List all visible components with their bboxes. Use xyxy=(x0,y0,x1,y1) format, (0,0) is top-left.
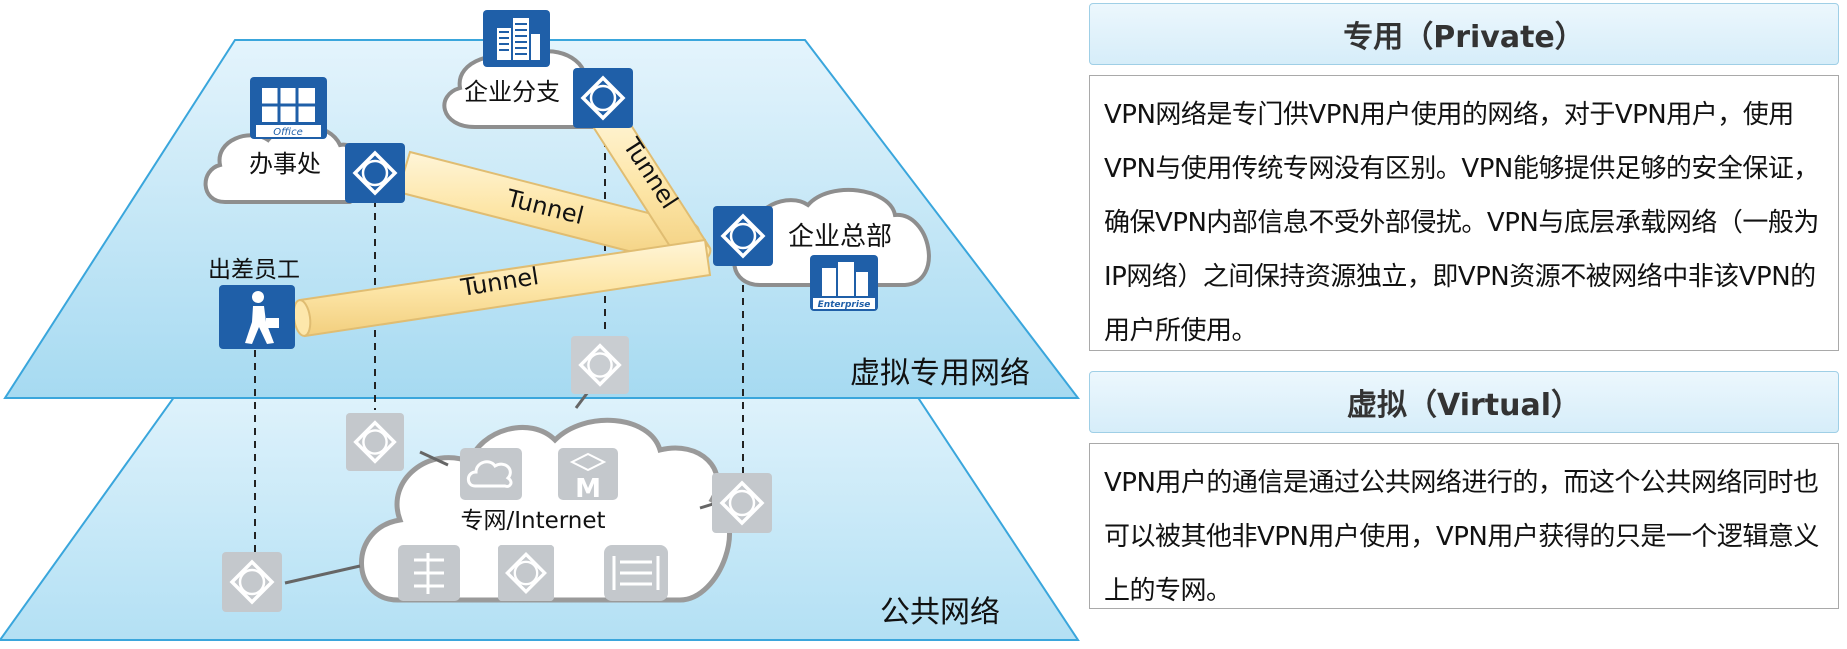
router-icon xyxy=(712,473,772,533)
enterprise-building-icon: Enterprise xyxy=(810,255,878,311)
vpn-layer-label: 虚拟专用网络 xyxy=(850,356,1030,391)
virtual-panel-body: VPN用户的通信是通过公共网络进行的，而这个公共网络同时也可以被其他非VPN用户… xyxy=(1089,443,1839,609)
virtual-panel: 虚拟（Virtual） VPN用户的通信是通过公共网络进行的，而这个公共网络同时… xyxy=(1089,371,1839,609)
private-panel-body: VPN网络是专门供VPN用户使用的网络，对于VPN用户，使用VPN与使用传统专网… xyxy=(1089,75,1839,351)
cloud-label: 专网/Internet xyxy=(460,508,605,534)
vpn-diagram: M 专网/Internet 企业分支 Office 办事处 企业总部 xyxy=(0,10,1080,641)
router-icon xyxy=(497,545,555,601)
private-panel: 专用（Private） VPN网络是专门供VPN用户使用的网络，对于VPN用户，… xyxy=(1089,3,1839,351)
virtual-panel-title: 虚拟（Virtual） xyxy=(1089,371,1839,433)
mpls-glyph: M xyxy=(575,474,601,504)
link-line xyxy=(284,564,361,585)
router-icon xyxy=(346,413,404,471)
building-icon xyxy=(483,10,550,67)
traveler-label: 出差员工 xyxy=(208,257,300,283)
router-icon xyxy=(571,336,629,394)
firewall-icon xyxy=(398,545,460,601)
enterprise-sign-caption: Enterprise xyxy=(818,300,871,310)
traveler-icon xyxy=(219,285,295,349)
office-label: 办事处 xyxy=(249,150,321,178)
office-sign-caption: Office xyxy=(273,127,303,138)
private-panel-title: 专用（Private） xyxy=(1089,3,1839,65)
office-building-icon: Office xyxy=(250,77,327,139)
public-layer-label: 公共网络 xyxy=(880,595,1000,630)
branch-label: 企业分支 xyxy=(464,78,560,106)
router-icon xyxy=(713,206,773,266)
router-icon xyxy=(345,143,405,203)
link-line xyxy=(419,450,449,467)
cloud-icon xyxy=(460,448,522,500)
router-icon xyxy=(573,68,633,128)
router-icon xyxy=(222,552,282,612)
tunnel-traveler-hq: Tunnel xyxy=(292,238,712,338)
hq-label: 企业总部 xyxy=(788,222,892,252)
mpls-switch-icon: M xyxy=(558,448,618,504)
switch-icon xyxy=(604,545,668,601)
